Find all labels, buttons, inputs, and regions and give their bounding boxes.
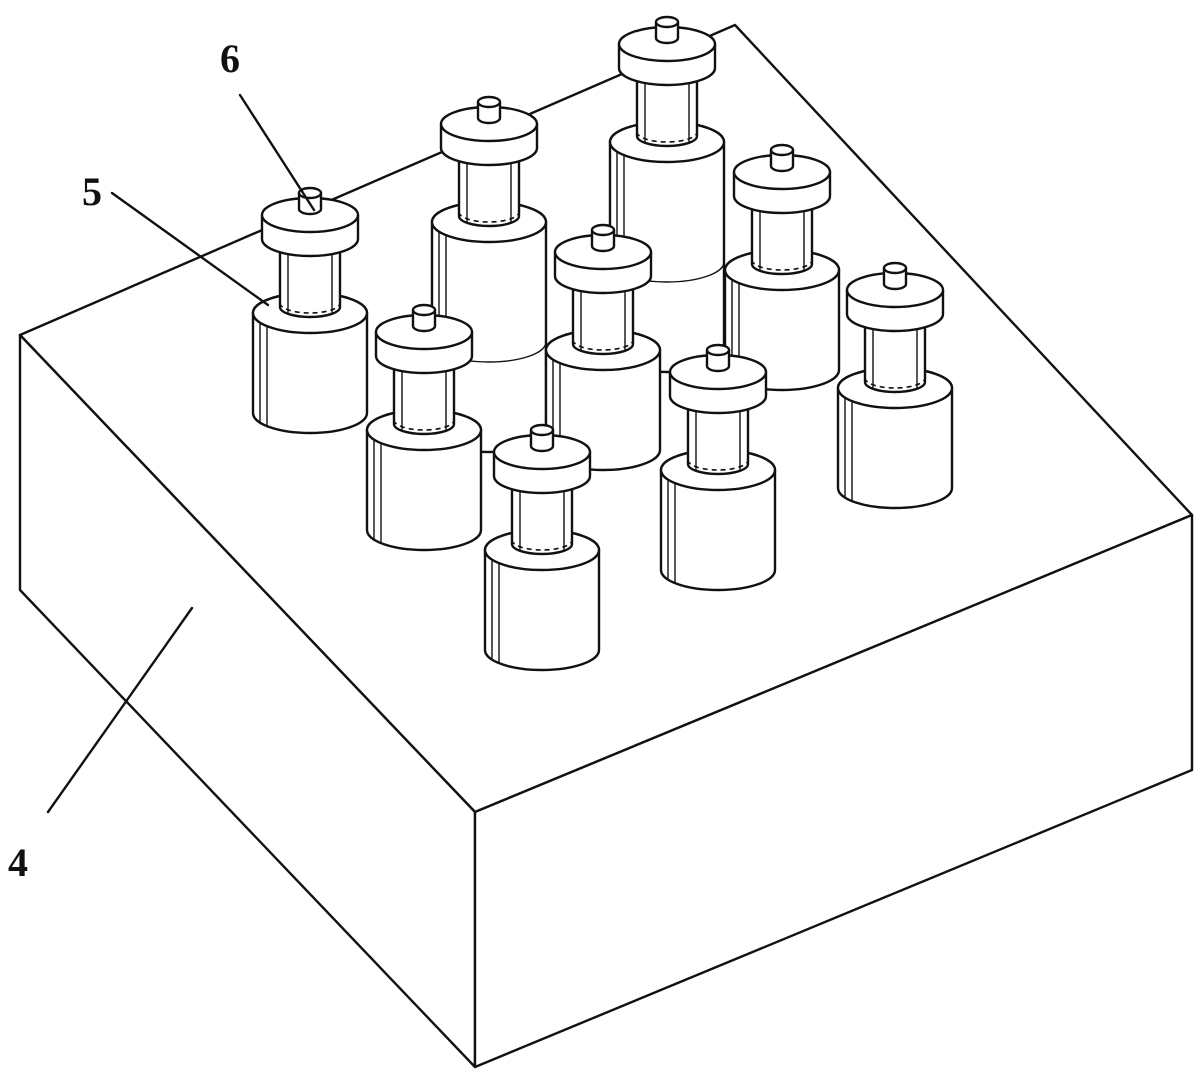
leader-line-5	[110, 191, 270, 307]
leader-line-6	[238, 93, 316, 212]
base-block	[18, 23, 1194, 1069]
label-6: 6	[220, 36, 240, 81]
label-4: 4	[8, 840, 28, 885]
vial-4	[251, 186, 369, 435]
vial-6	[836, 261, 954, 510]
vial-7	[365, 303, 483, 552]
vial-5	[544, 223, 662, 472]
leader-line-4	[46, 606, 194, 814]
vial-8	[659, 343, 777, 592]
base-block-front-face	[473, 513, 1194, 1069]
label-5: 5	[82, 169, 102, 214]
vial-3	[723, 143, 841, 392]
vial-9	[483, 423, 601, 672]
